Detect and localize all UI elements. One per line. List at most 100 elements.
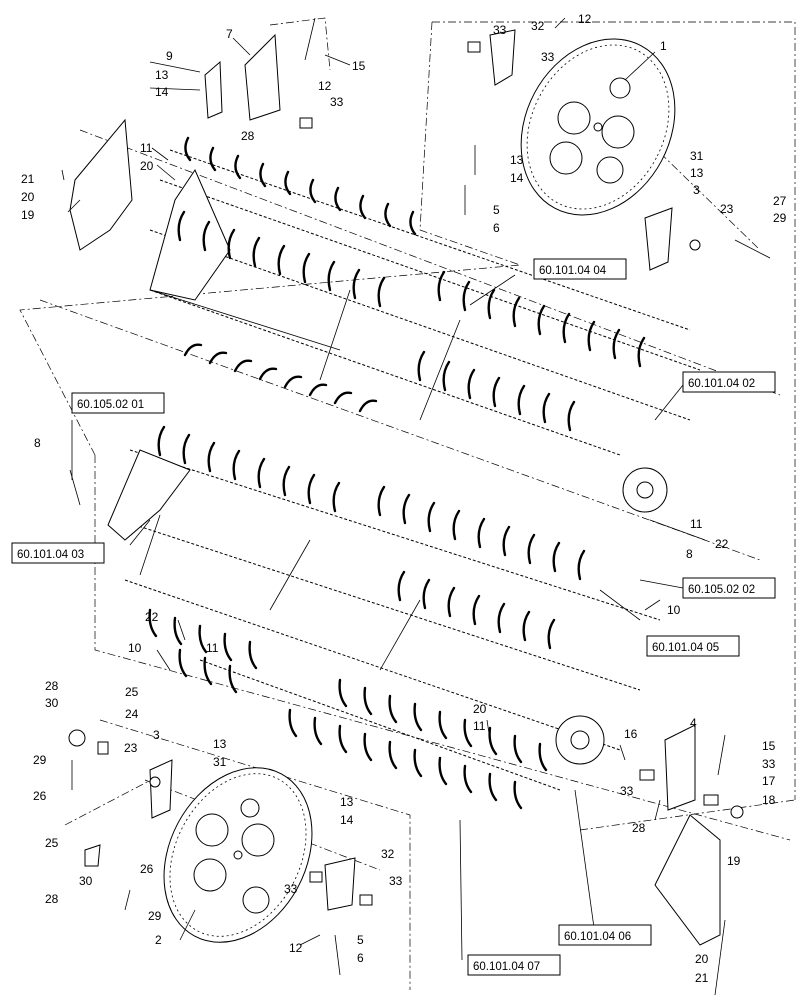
callout-12: 12 [318,79,332,93]
callout-8: 8 [686,547,693,561]
callout-19: 19 [21,208,35,222]
ref-60-101-04-02: 60.101.04 02 [682,371,776,393]
callout-33: 33 [284,882,298,896]
callout-26: 26 [33,789,47,803]
ref-60-105-02-01: 60.105.02 01 [71,392,165,414]
callout-21: 21 [695,971,709,985]
callout-13: 13 [340,795,354,809]
callout-23: 23 [124,741,138,755]
callout-10: 10 [128,641,142,655]
callout-numbers: 1 33 32 12 33 7 9 15 13 12 14 33 28 11 2… [21,12,787,985]
callout-12: 12 [578,12,592,26]
callout-31: 31 [690,149,704,163]
callout-3: 3 [153,728,160,742]
callout-1: 1 [660,39,667,53]
callout-7: 7 [226,27,233,41]
callout-30: 30 [79,874,93,888]
callout-13: 13 [510,153,524,167]
reference-boxes: 60.101.04 04 60.101.04 02 60.105.02 01 6… [11,258,776,976]
callout-29: 29 [33,753,47,767]
callout-23: 23 [720,202,734,216]
callout-29: 29 [773,211,787,225]
callout-26: 26 [140,862,154,876]
callout-20: 20 [21,190,35,204]
callout-14: 14 [155,85,169,99]
ref-60-101-04-06: 60.101.04 06 [558,924,652,946]
callout-20: 20 [140,159,154,173]
ref-60-101-04-03: 60.101.04 03 [11,542,105,564]
leader-lines [61,17,726,996]
callout-16: 16 [624,727,638,741]
lower-reel-disk [163,767,313,943]
lower-reel-section [107,343,668,810]
hardware-parts [68,17,771,976]
svg-text:60.101.04 03: 60.101.04 03 [17,549,84,561]
callout-33: 33 [389,874,403,888]
upper-reel-disk [520,38,676,216]
callout-30: 30 [45,696,59,710]
callout-31: 31 [213,755,227,769]
callout-2: 2 [155,933,162,947]
callout-24: 24 [125,707,139,721]
callout-15: 15 [762,739,776,753]
svg-text:60.101.04 04: 60.101.04 04 [539,265,607,277]
callout-33: 33 [493,23,507,37]
callout-28: 28 [241,129,255,143]
callout-33: 33 [541,50,555,64]
callout-11: 11 [206,641,219,655]
callout-18: 18 [762,793,776,807]
callout-32: 32 [381,847,395,861]
callout-21: 21 [21,172,35,186]
right-side-shield [654,814,721,946]
callout-28: 28 [632,821,646,835]
callout-28: 28 [45,679,59,693]
callout-33: 33 [620,784,634,798]
callout-4: 4 [690,716,697,730]
svg-text:60.101.04 06: 60.101.04 06 [564,931,631,943]
callout-27: 27 [773,194,787,208]
callout-3: 3 [693,183,700,197]
callout-11: 11 [473,719,486,733]
callout-5: 5 [493,203,500,217]
callout-22: 22 [715,537,729,551]
callout-15: 15 [352,59,366,73]
callout-20: 20 [473,702,487,716]
ref-60-101-04-04: 60.101.04 04 [533,258,627,280]
upper-reel-section [149,136,701,456]
callout-22: 22 [145,610,159,624]
callout-33: 33 [330,95,344,109]
callout-20: 20 [695,952,709,966]
callout-12: 12 [289,941,303,955]
callout-13: 13 [155,68,169,82]
svg-text:60.105.02 01: 60.105.02 01 [77,399,144,411]
callout-25: 25 [125,685,139,699]
callout-13: 13 [690,166,704,180]
callout-19: 19 [727,854,741,868]
ref-60-101-04-05: 60.101.04 05 [646,635,740,657]
svg-text:60.101.04 05: 60.101.04 05 [652,642,719,654]
svg-text:60.101.04 07: 60.101.04 07 [473,961,540,973]
callout-10: 10 [667,603,681,617]
svg-text:60.105.02 02: 60.105.02 02 [688,584,755,596]
callout-11: 11 [690,517,703,531]
callout-9: 9 [166,49,173,63]
callout-33: 33 [762,757,776,771]
callout-8: 8 [34,436,41,450]
callout-32: 32 [531,19,545,33]
callout-14: 14 [510,171,524,185]
svg-text:60.101.04 02: 60.101.04 02 [688,378,755,390]
callout-6: 6 [357,951,364,965]
callout-5: 5 [357,933,364,947]
callout-17: 17 [762,774,776,788]
callout-11: 11 [140,141,153,155]
callout-28: 28 [45,892,59,906]
callout-6: 6 [493,221,500,235]
callout-25: 25 [45,836,59,850]
left-side-shield [69,118,133,251]
callout-29: 29 [148,909,162,923]
ref-60-105-02-02: 60.105.02 02 [682,577,776,599]
callout-14: 14 [340,813,354,827]
ref-60-101-04-07: 60.101.04 07 [467,954,561,976]
callout-13: 13 [213,737,227,751]
